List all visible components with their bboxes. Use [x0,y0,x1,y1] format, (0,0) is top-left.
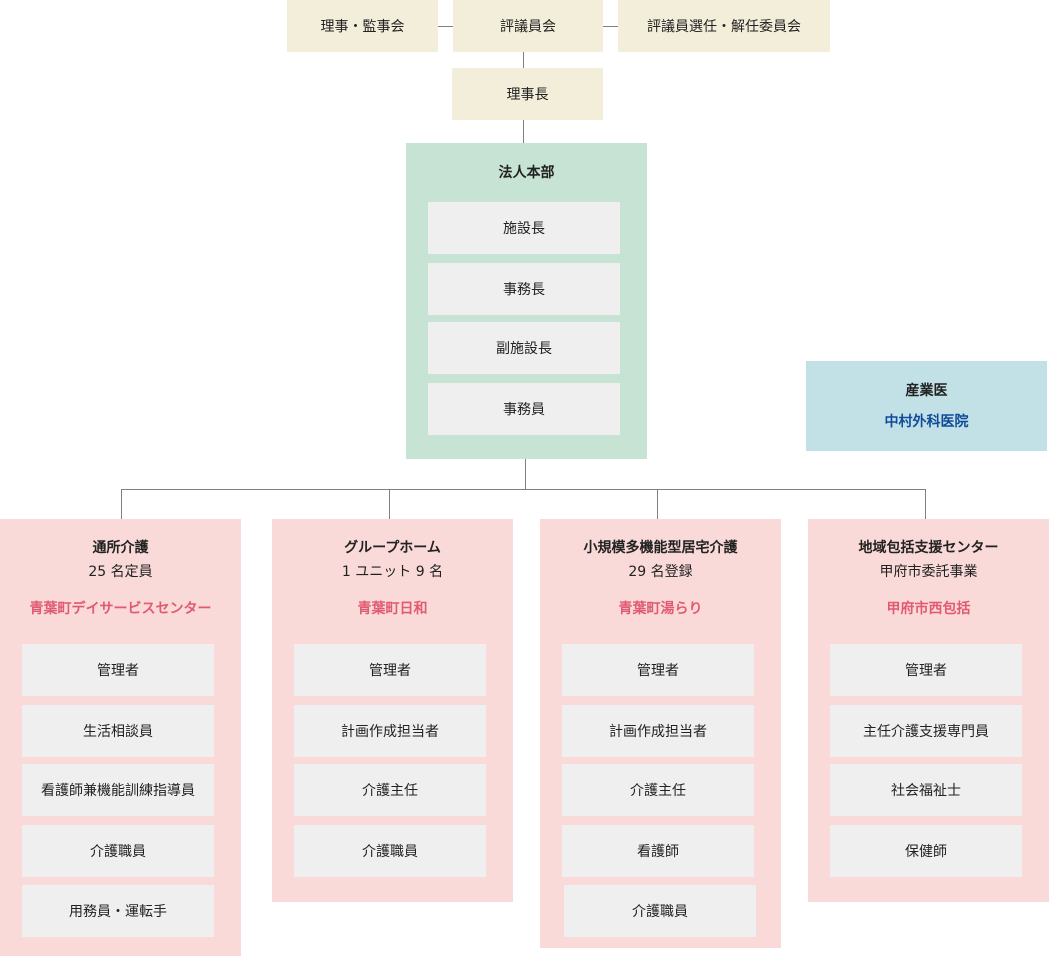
unit-title: 地域包括支援センター [858,540,999,556]
unit-role: 管理者 [294,644,486,696]
unit-role: 看護師 [562,825,754,877]
unit-role: 計画作成担当者 [562,705,754,757]
unit-role: 介護職員 [564,885,756,937]
unit-role-label: 計画作成担当者 [341,724,439,740]
unit-role-label: 主任介護支援専門員 [863,724,989,740]
unit-role: 保健師 [830,825,1022,877]
hq-role-label: 副施設長 [496,341,552,357]
unit-role: 管理者 [830,644,1022,696]
unit-role-label: 用務員・運転手 [69,904,167,920]
council-label: 評議員会 [500,19,556,35]
hq-role: 事務員 [428,383,620,435]
committee-box: 評議員選任・解任委員会 [618,0,830,52]
connector-hq-down [525,459,526,489]
unit-role-label: 管理者 [97,663,139,679]
unit-panel-day-service: 通所介護 25 名定員 青葉町デイサービスセンター 管理者 生活相談員 看護師兼… [0,519,241,956]
unit-role-label: 管理者 [905,663,947,679]
unit-panel-small-multifunction: 小規模多機能型居宅介護 29 名登録 青葉町湯らり 管理者 計画作成担当者 介護… [540,519,781,948]
committee-label: 評議員選任・解任委員会 [647,19,801,35]
unit-facility-name: 青葉町日和 [357,601,428,617]
unit-role: 生活相談員 [22,705,214,757]
unit-role: 介護職員 [22,825,214,877]
unit-panel-group-home: グループホーム 1 ユニット 9 名 青葉町日和 管理者 計画作成担当者 介護主… [272,519,513,902]
unit-facility-name: 青葉町デイサービスセンター [29,601,212,617]
connector-unit-2 [389,489,390,519]
hq-role-label: 施設長 [503,221,545,237]
connector-directors-council [438,26,453,27]
chairman-box: 理事長 [452,68,603,120]
unit-role: 主任介護支援専門員 [830,705,1022,757]
connector-unit-1 [121,489,122,519]
unit-role-label: 看護師兼機能訓練指導員 [41,783,195,799]
unit-role: 看護師兼機能訓練指導員 [22,764,214,816]
unit-role-label: 計画作成担当者 [609,724,707,740]
unit-role-label: 介護職員 [362,844,418,860]
hq-role-label: 事務長 [503,282,545,298]
unit-role: 介護主任 [562,764,754,816]
unit-role: 介護職員 [294,825,486,877]
unit-role-label: 介護職員 [90,844,146,860]
unit-role-label: 介護主任 [362,783,418,799]
unit-role-label: 保健師 [905,844,947,860]
directors-box: 理事・監事会 [287,0,438,52]
directors-label: 理事・監事会 [320,19,405,35]
unit-title: 通所介護 [92,540,149,556]
doctor-title: 産業医 [905,383,948,399]
unit-role-label: 管理者 [369,663,411,679]
unit-role-label: 社会福祉士 [891,783,961,799]
unit-subtitle: 25 名定員 [88,564,153,580]
connector-council-committee [603,26,618,27]
connector-horizontal-bus [121,489,926,490]
hq-role: 副施設長 [428,322,620,374]
unit-subtitle: 29 名登録 [628,564,693,580]
hq-title: 法人本部 [498,165,555,181]
unit-role: 管理者 [562,644,754,696]
connector-unit-3 [657,489,658,519]
unit-role-label: 管理者 [637,663,679,679]
unit-role-label: 生活相談員 [83,724,153,740]
hq-role: 事務長 [428,263,620,315]
unit-title: 小規模多機能型居宅介護 [583,540,738,556]
unit-subtitle: 1 ユニット 9 名 [341,564,444,580]
unit-role-label: 介護職員 [632,904,688,920]
doctor-panel: 産業医 中村外科医院 [806,361,1047,451]
unit-subtitle: 甲府市委託事業 [879,564,978,580]
unit-role-label: 看護師 [637,844,679,860]
unit-role: 計画作成担当者 [294,705,486,757]
connector-unit-4 [925,489,926,519]
connector-chairman-hq [523,120,524,143]
unit-role-label: 介護主任 [630,783,686,799]
council-box: 評議員会 [453,0,603,52]
connector-council-chairman [523,52,524,68]
unit-facility-name: 青葉町湯らり [618,601,703,617]
unit-facility-name: 甲府市西包括 [886,601,971,617]
hq-role: 施設長 [428,202,620,254]
unit-role: 社会福祉士 [830,764,1022,816]
unit-title: グループホーム [344,540,441,556]
unit-panel-community-support: 地域包括支援センター 甲府市委託事業 甲府市西包括 管理者 主任介護支援専門員 … [808,519,1049,902]
unit-role: 介護主任 [294,764,486,816]
unit-role: 管理者 [22,644,214,696]
hq-role-label: 事務員 [503,402,545,418]
chairman-label: 理事長 [506,87,549,103]
unit-role: 用務員・運転手 [22,885,214,937]
hq-panel: 法人本部 施設長 事務長 副施設長 事務員 [406,143,647,459]
doctor-name: 中村外科医院 [884,414,969,430]
